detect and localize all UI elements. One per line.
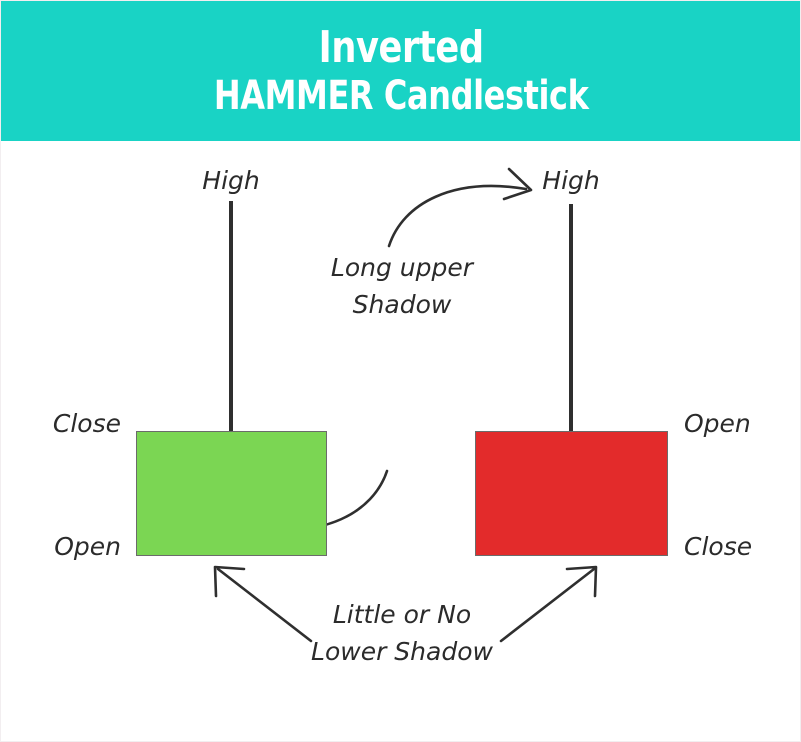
page-title-line1: Inverted (318, 22, 485, 73)
bullish-candle-body (136, 431, 327, 556)
lower-shadow-annotation-line1: Little or No (332, 600, 472, 629)
candlestick-diagram: High Close Open High Open Close Long upp… (1, 141, 800, 741)
upper-shadow-annotation-line1: Long upper (330, 253, 474, 282)
bearish-close-label: Close (684, 532, 753, 561)
bearish-high-label: High (542, 166, 600, 195)
bullish-high-label: High (202, 166, 260, 195)
bearish-open-label: Open (684, 409, 751, 438)
bullish-open-label: Open (54, 532, 121, 561)
bullish-candle-upper-wick (229, 201, 233, 432)
upper-shadow-annotation-line2: Shadow (352, 290, 452, 319)
bullish-close-label: Close (52, 409, 121, 438)
upper-shadow-annotation: Long upper Shadow (282, 249, 522, 323)
page-title-line2: HAMMER Candlestick (214, 73, 589, 119)
bearish-candle-upper-wick (569, 204, 573, 432)
header-banner: Inverted HAMMER Candlestick (1, 1, 800, 141)
lower-shadow-annotation-line2: Lower Shadow (311, 637, 493, 666)
bearish-candle-body (475, 431, 668, 556)
lower-shadow-annotation: Little or No Lower Shadow (282, 596, 522, 670)
